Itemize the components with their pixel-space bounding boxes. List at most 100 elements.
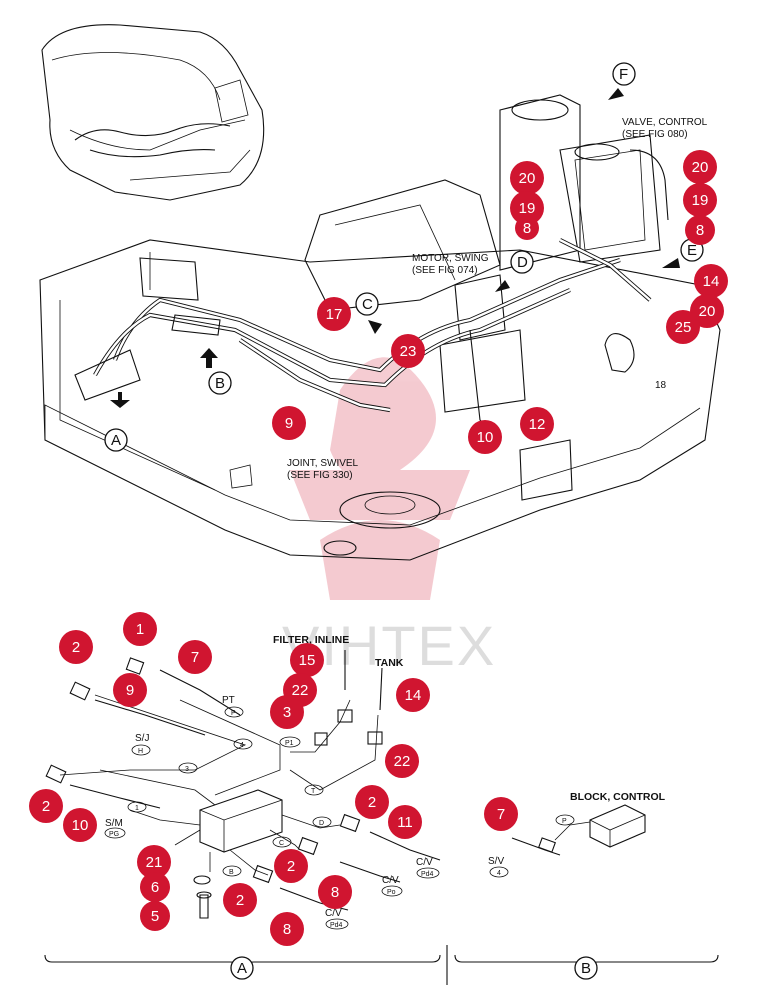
callout-top-9: 9: [272, 406, 306, 440]
svg-text:9: 9: [285, 415, 293, 432]
svg-text:C: C: [279, 840, 284, 847]
svg-text:6: 6: [151, 879, 159, 896]
svg-text:22: 22: [292, 682, 309, 699]
callout-a-8b: 8: [270, 912, 304, 946]
svg-text:T: T: [311, 788, 316, 795]
label-18: 18: [655, 380, 667, 391]
label-cv-1: C/V: [416, 857, 433, 868]
label-sj: S/J: [135, 733, 149, 744]
svg-text:10: 10: [477, 429, 494, 446]
callout-a-7: 7: [178, 640, 212, 674]
svg-text:A: A: [237, 960, 247, 977]
svg-text:14: 14: [703, 273, 720, 290]
arrow-d: D: [495, 250, 534, 292]
svg-text:19: 19: [519, 200, 536, 217]
callout-a-5: 5: [140, 901, 170, 931]
label-cv-2: C/V: [382, 875, 399, 886]
section-a-detail: [45, 650, 441, 919]
svg-text:8: 8: [696, 222, 704, 239]
label-pt: PT: [222, 695, 235, 706]
watermark-logo: [290, 357, 470, 600]
section-b-detail: P 4: [489, 804, 646, 878]
callout-top-14: 14: [694, 264, 728, 298]
svg-text:PG: PG: [109, 831, 119, 838]
svg-text:A: A: [111, 432, 121, 449]
svg-text:3: 3: [185, 766, 189, 773]
callout-top-19b: 19: [683, 183, 717, 217]
callout-a-15: 15: [290, 643, 324, 677]
svg-text:Po: Po: [387, 889, 396, 896]
label-valve-control-ref: (SEE FIG 080): [622, 129, 688, 140]
svg-text:17: 17: [326, 306, 343, 323]
callout-a-2c: 2: [355, 785, 389, 819]
callout-a-6: 6: [140, 872, 170, 902]
svg-text:B: B: [215, 375, 225, 392]
upper-hoses: [74, 149, 669, 441]
upper-frame: [39, 94, 721, 561]
svg-text:3: 3: [283, 704, 291, 721]
label-joint-swivel-ref: (SEE FIG 330): [287, 470, 353, 481]
svg-text:D: D: [319, 820, 324, 827]
svg-text:8: 8: [523, 220, 531, 237]
svg-text:D: D: [517, 254, 528, 271]
callout-top-19a: 19: [510, 191, 544, 225]
svg-text:2: 2: [287, 858, 295, 875]
label-tank: TANK: [375, 657, 404, 669]
svg-text:20: 20: [699, 303, 716, 320]
label-valve-control: VALVE, CONTROL: [622, 117, 708, 128]
svg-text:12: 12: [529, 416, 546, 433]
callout-a-22b: 22: [385, 744, 419, 778]
callout-top-8b: 8: [685, 215, 715, 245]
callout-b-7: 7: [484, 797, 518, 831]
callout-a-2b: 2: [29, 789, 63, 823]
svg-text:2: 2: [72, 639, 80, 656]
callout-top-25: 25: [666, 310, 700, 344]
callout-a-2d: 2: [274, 849, 308, 883]
svg-text:19: 19: [692, 192, 709, 209]
callout-a-21: 21: [137, 845, 171, 879]
callout-top-20a: 20: [510, 161, 544, 195]
callout-a-8a: 8: [318, 875, 352, 909]
callout-a-3: 3: [270, 695, 304, 729]
svg-text:9: 9: [126, 682, 134, 699]
callout-a-2a: 2: [59, 630, 93, 664]
label-motor-swing-ref: (SEE FIG 074): [412, 265, 478, 276]
svg-text:14: 14: [405, 687, 422, 704]
section-bracket-a: A: [44, 954, 441, 980]
svg-text:C: C: [362, 296, 373, 313]
svg-text:20: 20: [692, 159, 709, 176]
svg-text:21: 21: [146, 854, 163, 871]
svg-text:2: 2: [236, 892, 244, 909]
svg-text:8: 8: [283, 921, 291, 938]
svg-text:E: E: [687, 242, 697, 259]
callout-top-10: 10: [468, 420, 502, 454]
svg-text:B: B: [229, 869, 234, 876]
label-cv-3: C/V: [325, 908, 342, 919]
svg-text:4: 4: [497, 870, 501, 877]
callout-a-2e: 2: [223, 883, 257, 917]
svg-text:1: 1: [135, 805, 139, 812]
svg-text:23: 23: [400, 343, 417, 360]
callout-top-23: 23: [391, 334, 425, 368]
svg-text:11: 11: [397, 814, 413, 831]
svg-text:Pd4: Pd4: [330, 922, 343, 929]
label-filter-inline: FILTER, INLINE: [273, 634, 349, 646]
svg-text:F: F: [619, 66, 628, 83]
svg-text:P1: P1: [285, 740, 294, 747]
svg-text:15: 15: [299, 652, 316, 669]
svg-text:B: B: [581, 960, 591, 977]
callout-top-8a: 8: [515, 216, 539, 240]
svg-text:5: 5: [151, 908, 159, 925]
arrow-b: B: [200, 348, 232, 395]
label-sm: S/M: [105, 818, 123, 829]
arrow-c: C: [355, 292, 382, 334]
section-bracket-b: B: [454, 954, 719, 980]
callout-badges: 20 19 8 20 19 8 14 20 25 17 23 9 10 12 1…: [29, 150, 728, 946]
svg-text:7: 7: [191, 649, 199, 666]
svg-text:22: 22: [394, 753, 411, 770]
arrow-a: A: [104, 392, 130, 452]
svg-text:25: 25: [675, 319, 692, 336]
callout-top-20c: 20: [690, 294, 724, 328]
label-joint-swivel: JOINT, SWIVEL: [287, 458, 359, 469]
